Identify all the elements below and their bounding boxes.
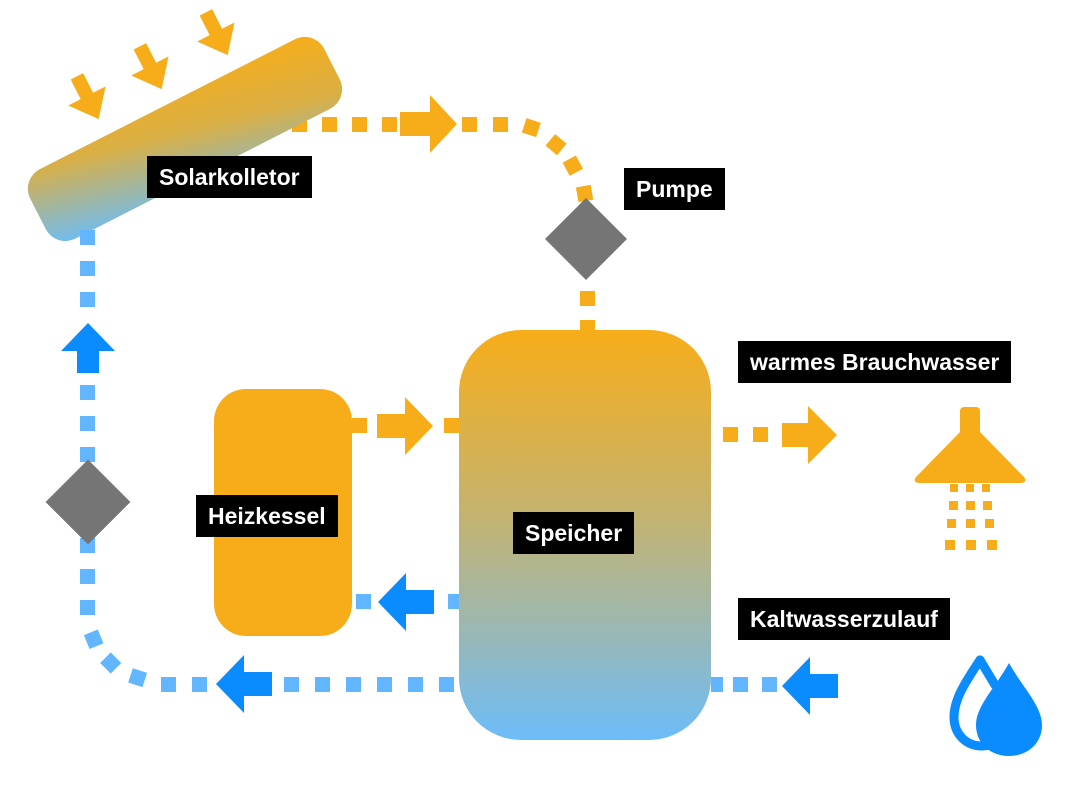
flow-arrow-right-icon: [377, 397, 433, 455]
label-storage: Speicher: [513, 512, 635, 554]
label-solar-collector: Solarkolletor: [147, 156, 312, 198]
flow-arrow-up-icon: [61, 323, 115, 373]
cold-pipe-inlet-to-storage: [711, 677, 777, 692]
flow-arrow-left-icon: [216, 655, 272, 713]
hot-pipe-to-hot-water: [723, 427, 768, 442]
label-boiler: Heizkessel: [196, 495, 338, 537]
label-hot-water: warmes Brauchwasser: [738, 341, 1012, 383]
flow-arrow-right-icon: [782, 406, 837, 464]
flow-arrow-left-icon: [782, 657, 838, 715]
pump-left: [45, 459, 131, 545]
flow-arrow-right-icon: [400, 95, 457, 153]
label-cold-water-inlet: Kaltwasserzulauf: [738, 598, 950, 640]
pump-top: [544, 197, 628, 281]
flow-arrow-left-icon: [378, 573, 434, 631]
sun-ray-arrows-icon: [68, 9, 235, 120]
cold-pipe-storage-to-boiler: [356, 594, 460, 609]
label-pump: Pumpe: [624, 168, 725, 210]
shower-icon: [914, 407, 1026, 550]
hot-pipe-boiler-to-storage: [352, 418, 460, 433]
water-drops-icon: [949, 655, 1042, 756]
cold-pipe-return-to-collector: [80, 230, 454, 692]
solar-collector: [27, 36, 343, 242]
hot-pipe-collector-to-pump: [292, 117, 594, 203]
hot-pipe-pump-to-storage: [580, 291, 595, 332]
